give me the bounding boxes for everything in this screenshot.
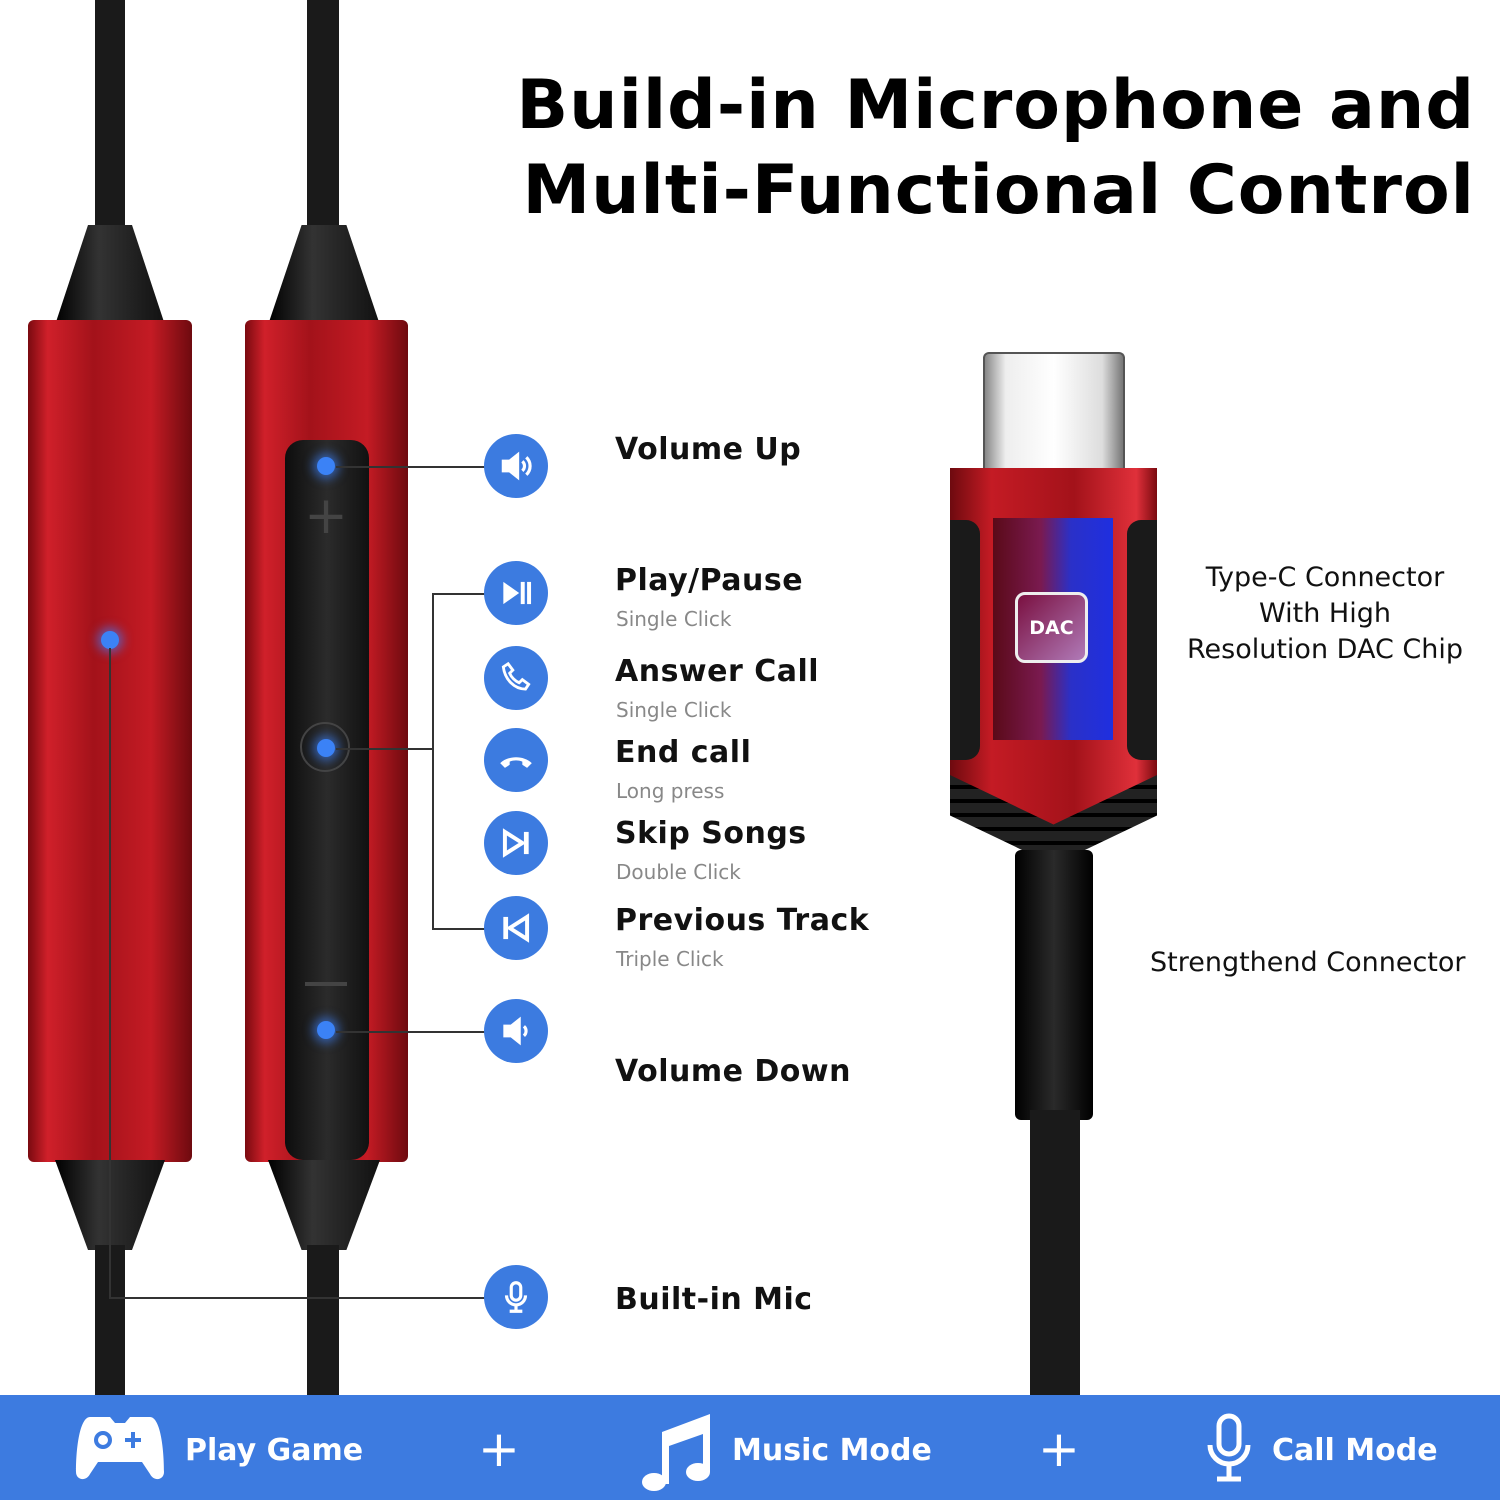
cable-cap [55,225,165,325]
cable-cap [268,225,380,325]
title-line-2: Multi-Functional Control [522,151,1475,230]
plus-separator: + [478,1420,520,1478]
label-end-call: End call [615,735,752,770]
volume-down-dot [317,1021,335,1039]
connector-description-1: Type-C Connector [1205,562,1445,593]
label-volume-up: Volume Up [615,432,802,467]
connector-description-3: Resolution DAC Chip [1186,634,1463,665]
cable [95,0,125,240]
microphone-icon [484,1265,548,1329]
cable [1030,1110,1080,1395]
dac-chip-badge: DAC [1015,592,1088,663]
strain-relief [1015,850,1093,1120]
mode-play-game: Play Game [185,1433,364,1468]
label-previous-track: Previous Track [615,903,870,938]
microphone-icon [1205,1413,1253,1483]
plus-separator: + [1038,1420,1080,1478]
mode-music: Music Mode [732,1433,932,1468]
button-strip [285,440,369,1160]
label-built-in-mic: Built-in Mic [615,1282,813,1317]
leader-line [336,1031,486,1033]
label-play-pause: Play/Pause [615,563,804,598]
play-pause-icon [484,561,548,625]
usb-c-plug [983,352,1125,472]
center-button [300,722,350,772]
strain-relief-label: Strengthend Connector [1150,947,1466,978]
volume-up-icon [484,434,548,498]
hang-up-icon [484,728,548,792]
label-volume-down: Volume Down [615,1054,851,1089]
action-skip-songs: Double Click [616,860,741,884]
minus-glyph [305,982,347,986]
cable-cap [268,1160,380,1250]
connector-description-2: With High [1259,598,1391,629]
action-answer-call: Single Click [616,698,732,722]
mic-hole-dot [101,631,119,649]
action-end-call: Long press [616,779,725,803]
cable [307,0,339,240]
label-skip-songs: Skip Songs [615,816,807,851]
leader-line [109,648,111,1298]
title-line-1: Build-in Microphone and [516,66,1475,145]
connector-grip [1127,520,1157,760]
leader-line [432,593,486,595]
phone-icon [484,646,548,710]
volume-down-icon [484,999,548,1063]
previous-track-icon [484,896,548,960]
volume-up-dot [317,457,335,475]
next-track-icon [484,811,548,875]
center-button-dot [317,739,335,757]
gamepad-icon [75,1412,165,1484]
cable [307,1245,339,1395]
leader-line [432,928,486,930]
label-answer-call: Answer Call [615,654,820,689]
mode-call: Call Mode [1272,1433,1438,1468]
plus-glyph: + [304,486,348,546]
connector-grip [950,520,980,760]
leader-line [336,748,433,750]
leader-line [432,593,434,929]
action-play-pause: Single Click [616,607,732,631]
music-note-icon [640,1412,712,1492]
action-previous-track: Triple Click [616,947,724,971]
leader-line [336,466,486,468]
leader-line [109,1297,486,1299]
